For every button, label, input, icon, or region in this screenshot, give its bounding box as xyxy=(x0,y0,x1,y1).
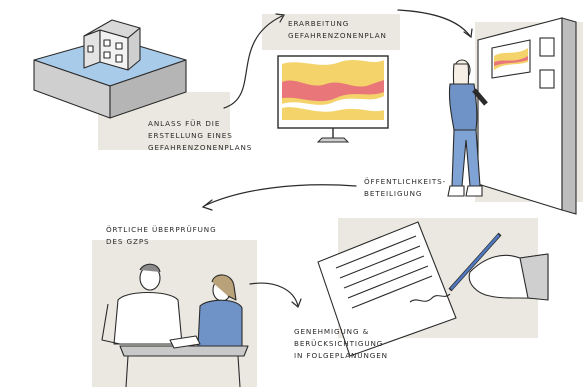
caption-line: des GZPs xyxy=(106,237,150,246)
caption-line: Erstellung eines xyxy=(148,131,233,140)
caption-line: Gefahrenzonenplan xyxy=(288,31,387,40)
arrow-step2-to-step3 xyxy=(397,9,471,37)
flow-arrows xyxy=(201,9,473,309)
arrow-head-step3 xyxy=(463,28,473,39)
caption-line: Erarbeitung xyxy=(288,19,350,28)
meeting-illustration xyxy=(101,263,249,387)
caption-line: Berücksichtigung xyxy=(294,339,384,348)
caption-line: Gefahrenzonenplans xyxy=(148,143,253,152)
step-caption-public-participation: Öffentlichkeits- Beteiligung xyxy=(364,176,446,200)
arrow-head-step5 xyxy=(291,298,302,309)
step-caption-local-review: Örtliche Überprüfung des GZPs xyxy=(106,224,217,248)
caption-line: Anlass für die xyxy=(148,119,221,128)
step-caption-occasion: Anlass für die Erstellung eines Gefahren… xyxy=(148,118,252,154)
arrow-step3-to-step4 xyxy=(203,184,357,207)
step-caption-approval: Genehmigung & Berücksichtigung in Folgep… xyxy=(294,326,388,362)
arrow-head-step2 xyxy=(275,13,285,23)
arrow-step4-to-step5 xyxy=(249,282,299,307)
arrow-head-step4 xyxy=(201,199,213,211)
step-caption-elaboration: Erarbeitung Gefahrenzonenplan xyxy=(288,18,387,42)
monitor-hazard-map-illustration xyxy=(277,55,389,143)
house-on-flooded-plot-illustration xyxy=(33,19,187,119)
caption-line: Beteiligung xyxy=(364,189,423,198)
caption-line: Örtliche Überprüfung xyxy=(106,225,217,234)
caption-line: Genehmigung & xyxy=(294,327,370,336)
panel-step2 xyxy=(262,14,400,50)
public-exhibition-illustration xyxy=(447,17,577,215)
caption-line: Öffentlichkeits- xyxy=(364,177,447,186)
arrow-step1-to-step2 xyxy=(223,15,283,109)
signing-document-illustration xyxy=(317,221,549,357)
caption-line: in Folgeplanungen xyxy=(294,351,388,360)
